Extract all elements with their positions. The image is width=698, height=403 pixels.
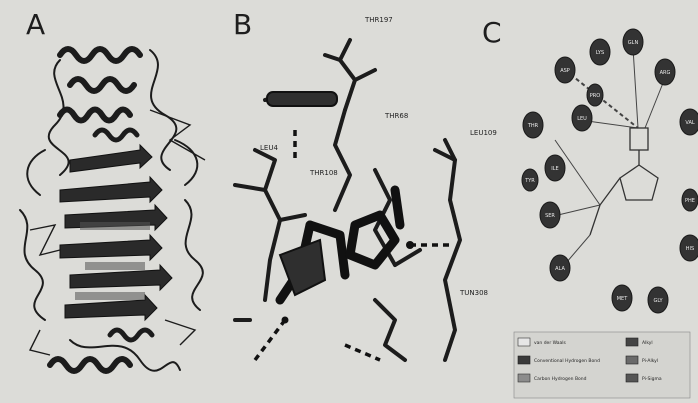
interaction-legend: van der Waals Conventional Hydrogen Bond… <box>514 332 690 398</box>
node-label: SER <box>545 213 555 219</box>
interaction-diagram: LYS GLN ASP ARG THR LEU VAL ILE SER ALA … <box>500 0 698 403</box>
residue-label: LEU109 <box>470 129 497 137</box>
node-label: LEU <box>577 116 587 122</box>
node-label: ASP <box>560 68 570 74</box>
node-label: PHE <box>685 198 695 204</box>
panel-c-letter: C <box>482 16 502 49</box>
legend-label: Alkyl <box>642 340 653 346</box>
protein-ribbon <box>0 0 225 403</box>
node-label: GLY <box>653 298 663 304</box>
residue-node-group <box>522 29 698 313</box>
node-label: MET <box>617 296 628 302</box>
residue-label: THR197 <box>364 16 393 24</box>
node-label: THR <box>527 123 539 129</box>
legend-label: Carbon Hydrogen Bond <box>534 376 587 382</box>
panel-c: C <box>500 0 698 403</box>
legend-label: Pi-Alkyl <box>642 358 658 364</box>
residue-label: TUN308 <box>459 289 488 297</box>
panel-b: B <box>225 0 500 403</box>
legend-label: Conventional Hydrogen Bond <box>534 358 600 364</box>
node-label: HIS <box>686 246 694 252</box>
legend-label: van der Waals <box>534 340 567 346</box>
residue-label: THR108 <box>309 169 338 177</box>
node-label: TYR <box>524 178 535 184</box>
node-label: PRO <box>590 93 600 99</box>
panel-a: A <box>0 0 225 403</box>
node-label: ALA <box>555 266 565 272</box>
legend-label: Pi-Sigma <box>642 376 662 382</box>
node-label: VAL <box>685 120 695 126</box>
residue-label: THR68 <box>384 112 408 120</box>
node-label: LYS <box>596 50 604 56</box>
binding-site-sticks: THR197 THR68 LEU109 LEU4 THR108 TUN308 <box>225 0 500 403</box>
node-label: GLN <box>628 40 639 46</box>
residue-label: LEU4 <box>260 144 278 152</box>
node-label: ARG <box>660 70 671 76</box>
node-label: ILE <box>551 166 558 172</box>
